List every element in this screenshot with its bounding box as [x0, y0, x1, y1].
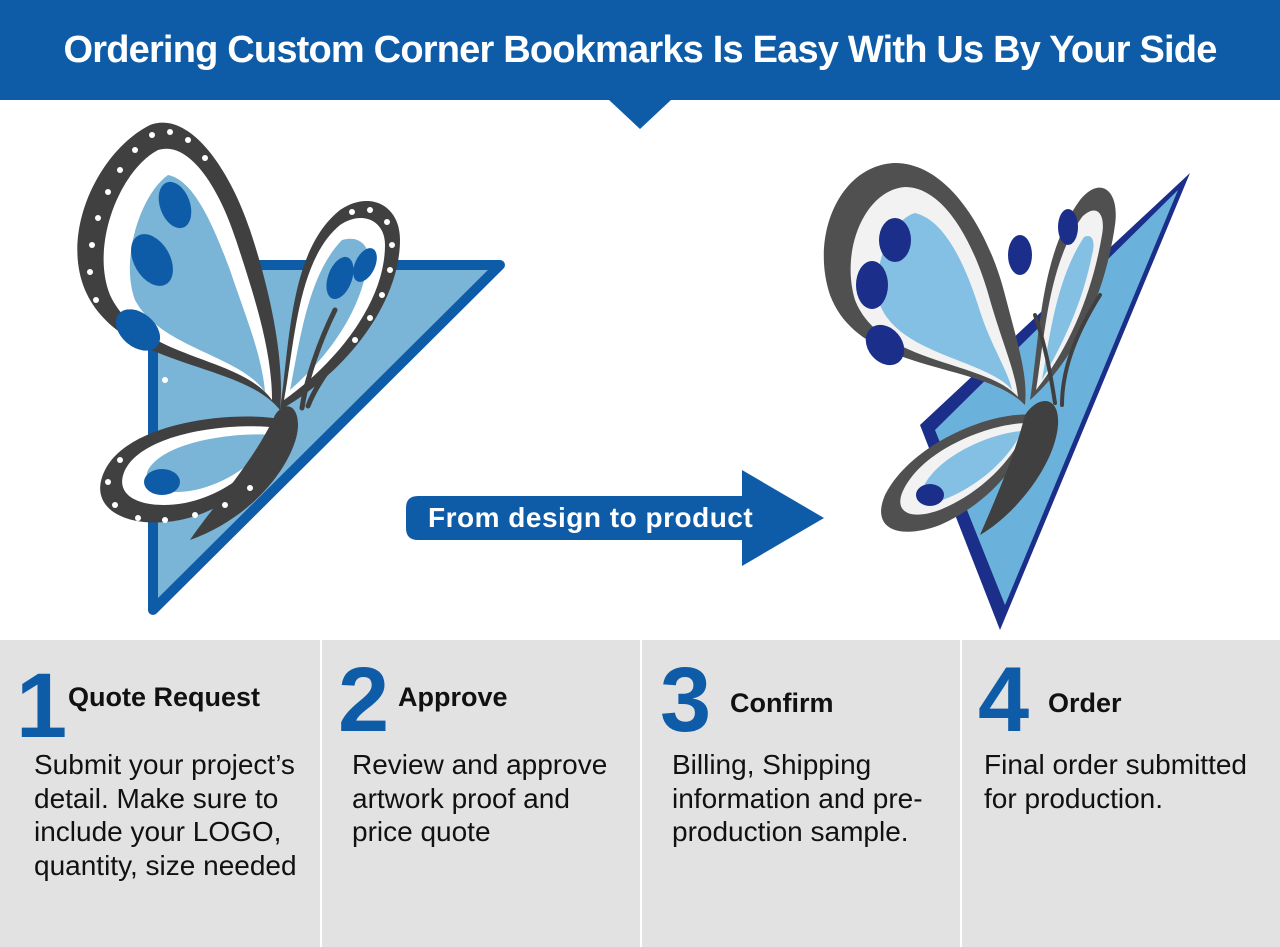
- step-description: Submit your project’s detail. Make sure …: [34, 749, 297, 881]
- header-banner: Ordering Custom Corner Bookmarks Is Easy…: [0, 0, 1280, 100]
- step-4: 4 Order Final order submitted for produc…: [960, 640, 1280, 947]
- step-number: 2: [338, 649, 389, 751]
- step-title: Approve: [398, 682, 508, 712]
- arrow-label: From design to product: [428, 502, 754, 533]
- step-description: Final order submitted for production.: [984, 749, 1248, 814]
- step-number: 4: [978, 649, 1029, 751]
- product-illustration: [823, 163, 1190, 630]
- page-title: Ordering Custom Corner Bookmarks Is Easy…: [63, 29, 1217, 71]
- step-title: Quote Request: [68, 682, 261, 712]
- step-description: Billing, Shipping information and pre-pr…: [672, 749, 923, 847]
- design-to-product-arrow: From design to product: [406, 470, 826, 566]
- step-1: 1 Quote Request Submit your project’s de…: [0, 640, 320, 947]
- step-title: Confirm: [730, 688, 834, 718]
- header-notch: [608, 99, 672, 129]
- step-title: Order: [1048, 688, 1122, 718]
- arrow-icon: [406, 470, 824, 566]
- hero-section: From design to product: [0, 100, 1280, 640]
- butterfly-design: [77, 122, 400, 540]
- design-illustration: [77, 122, 505, 615]
- butterfly-patch: [823, 163, 1116, 535]
- step-3: 3 Confirm Billing, Shipping information …: [640, 640, 960, 947]
- step-number: 3: [660, 649, 711, 751]
- step-description: Review and approve artwork proof and pri…: [352, 749, 608, 847]
- step-2: 2 Approve Review and approve artwork pro…: [320, 640, 640, 947]
- steps-panel: 1 Quote Request Submit your project’s de…: [0, 640, 1280, 947]
- step-number: 1: [16, 655, 67, 757]
